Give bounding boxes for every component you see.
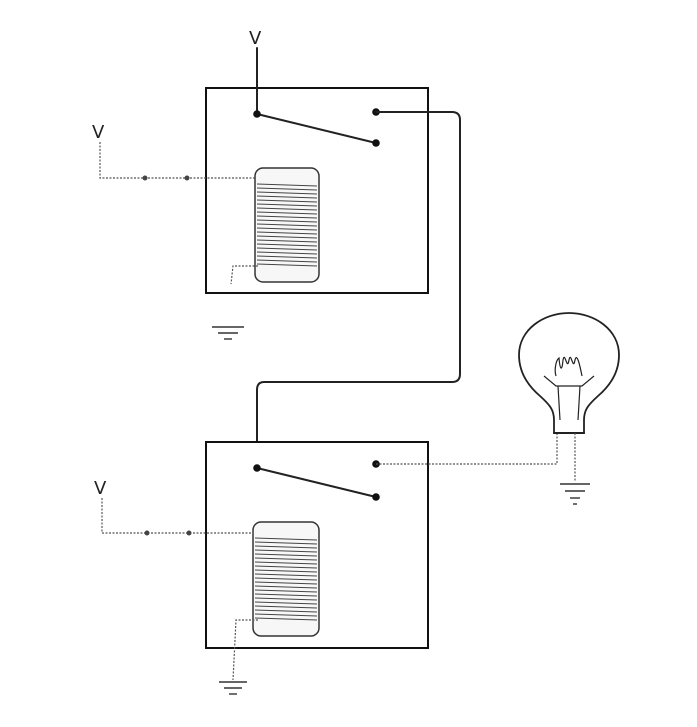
relay-1-coil-terminal-b <box>184 175 190 181</box>
relay-1-coil-input-wire <box>99 142 255 179</box>
relay-1-ground-symbol <box>212 326 244 340</box>
coil-winding <box>254 557 318 561</box>
relay-1-coil-return-wire <box>230 265 258 285</box>
relay-2-switch-arm <box>256 467 377 498</box>
coil-winding <box>254 609 318 613</box>
coil-winding <box>256 207 318 211</box>
coil-winding <box>254 577 318 581</box>
lamp-feed-wire <box>376 426 558 465</box>
lamp-ground-symbol <box>560 483 590 505</box>
relay-1: V V <box>92 28 429 340</box>
relay-1-common-contact <box>253 110 261 118</box>
coil-winding <box>256 231 318 235</box>
relay-1-contact-voltage-label: V <box>249 28 262 49</box>
interconnect-wire <box>256 111 461 469</box>
coil-winding <box>256 195 318 199</box>
relay-2-coil-voltage-label: V <box>94 478 107 499</box>
coil-winding <box>254 561 318 565</box>
coil-winding <box>256 235 318 239</box>
coil-winding <box>254 605 318 609</box>
coil-winding <box>256 219 318 223</box>
coil-winding <box>256 223 318 227</box>
light-bulb-icon <box>518 312 620 434</box>
coil-winding <box>254 617 318 621</box>
bulb-filament <box>543 356 595 421</box>
relay-2-coil <box>252 521 320 637</box>
coil-winding <box>256 183 318 187</box>
coil-winding <box>256 227 318 231</box>
coil-winding <box>254 597 318 601</box>
relay-2-coil-terminal-a <box>144 530 150 536</box>
coil-winding <box>254 545 318 549</box>
relay-2-coil-return-wire <box>232 619 258 681</box>
relay-1-coil-terminal-a <box>142 175 148 181</box>
relay-2-coil-input-wire <box>101 498 253 534</box>
coil-winding <box>254 589 318 593</box>
relay-2-ground-symbol <box>219 681 247 695</box>
coil-winding <box>254 573 318 577</box>
coil-winding <box>254 569 318 573</box>
coil-winding <box>254 565 318 569</box>
coil-winding <box>256 263 318 267</box>
relay-1-switch-arm <box>256 113 377 144</box>
relay-2-coil-terminal-b <box>186 530 192 536</box>
coil-winding <box>254 537 318 541</box>
relay-1-nc-contact <box>372 139 380 147</box>
coil-winding <box>256 255 318 259</box>
coil-winding <box>256 211 318 215</box>
coil-winding <box>254 601 318 605</box>
coil-winding <box>256 259 318 263</box>
coil-winding <box>256 239 318 243</box>
coil-winding <box>254 585 318 589</box>
coil-winding <box>256 187 318 191</box>
coil-winding <box>254 581 318 585</box>
relay-2-nc-contact <box>372 493 380 501</box>
coil-winding <box>256 247 318 251</box>
relay-1-coil-voltage-label: V <box>92 122 105 143</box>
relay-2-common-contact <box>253 464 261 472</box>
coil-winding <box>256 203 318 207</box>
coil-winding <box>256 199 318 203</box>
coil-winding <box>254 549 318 553</box>
coil-winding <box>256 243 318 247</box>
coil-winding <box>254 553 318 557</box>
relay-2: V <box>94 441 429 695</box>
coil-winding <box>256 191 318 195</box>
relay-1-coil <box>254 167 320 283</box>
coil-winding <box>256 215 318 219</box>
bulb-glass <box>518 312 620 434</box>
coil-winding <box>254 541 318 545</box>
coil-winding <box>254 593 318 597</box>
coil-winding <box>256 251 318 255</box>
coil-winding <box>254 613 318 617</box>
